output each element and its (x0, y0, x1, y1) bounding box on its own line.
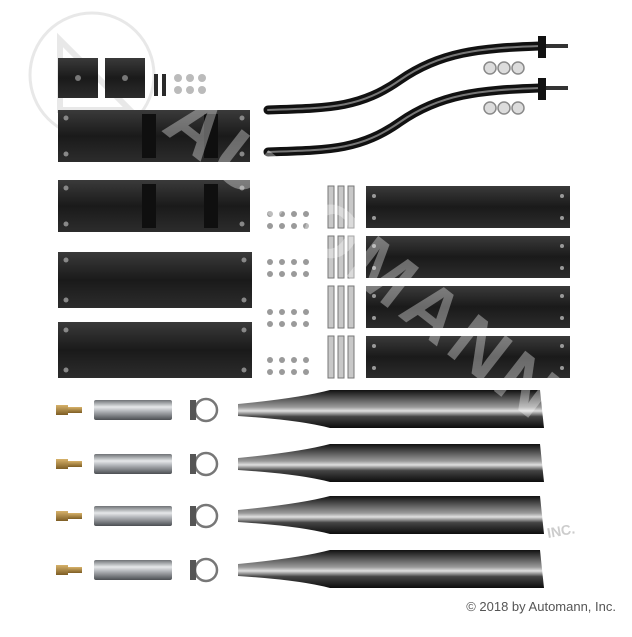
flat-plate (58, 252, 252, 308)
flat-bar (366, 286, 570, 328)
curved-hanger-arm (263, 36, 568, 115)
copyright-notice: © 2018 by Automann, Inc. (466, 599, 616, 614)
flat-bar (366, 236, 570, 278)
flat-plate (58, 322, 252, 378)
clamp-plate-column (327, 185, 355, 379)
rubber-pads (58, 58, 145, 98)
hardware-row (56, 390, 544, 428)
watermark-sub: INC. (546, 520, 576, 541)
flat-bar (366, 186, 570, 228)
hardware-row (56, 496, 544, 534)
curved-hanger-arm (263, 78, 568, 157)
flat-bar (366, 336, 570, 378)
bolt-cluster (267, 211, 309, 375)
small-hardware-set (154, 74, 206, 96)
washer-set (483, 61, 525, 115)
mounting-bracket (58, 180, 250, 232)
hardware-row (56, 444, 544, 482)
hardware-row (56, 550, 544, 588)
mounting-bracket (58, 110, 250, 162)
